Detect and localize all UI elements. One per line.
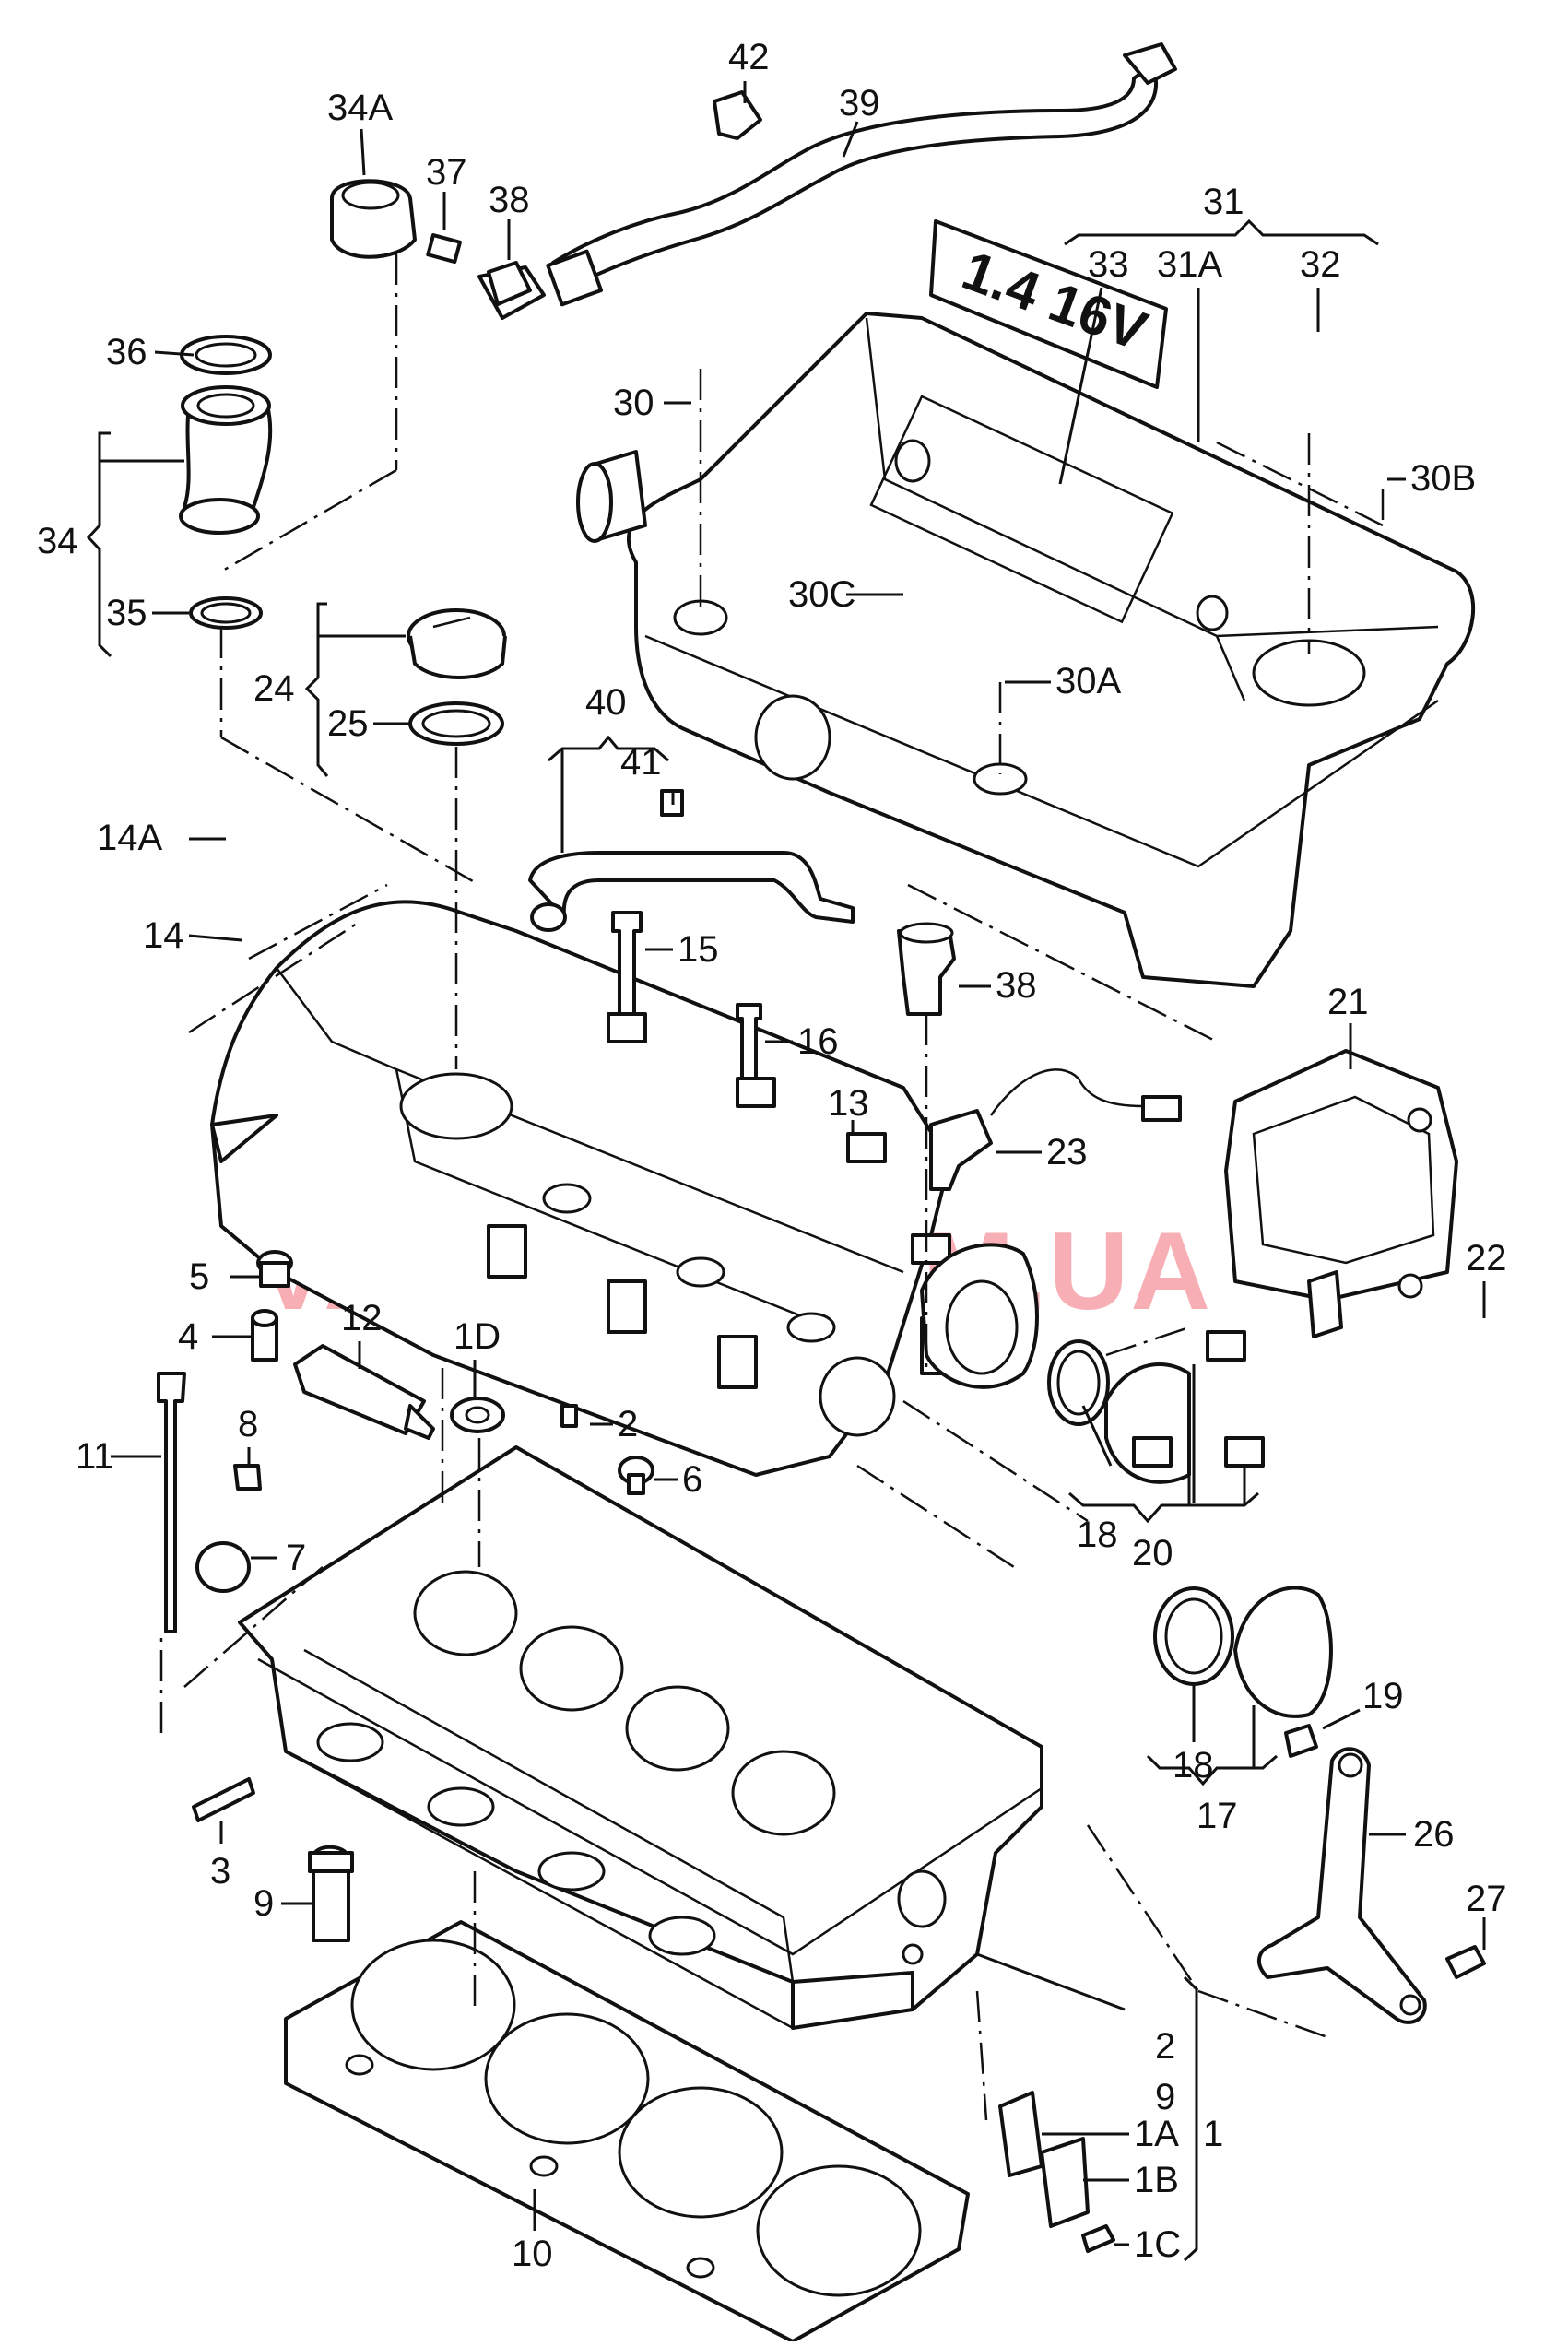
label-6: 6 [682, 1459, 702, 1500]
label-25: 25 [327, 703, 369, 744]
label-23: 23 [1046, 1132, 1088, 1173]
support-bracket [1257, 1747, 1486, 2024]
timing-cover-plate [1224, 1049, 1458, 1338]
label-35: 35 [106, 593, 147, 633]
part-labels: 42 39 34A 37 38 31 33 31A 32 36 30 30B 3… [37, 37, 1507, 2274]
label-5: 5 [189, 1256, 209, 1297]
label-31A: 31A [1157, 244, 1222, 285]
label-30B: 30B [1410, 458, 1476, 499]
label-36: 36 [106, 332, 147, 372]
label-1: 1 [1203, 2114, 1223, 2154]
label-2: 2 [618, 1404, 638, 1444]
camshaft-sensor [929, 1068, 1182, 1191]
label-14A: 14A [97, 818, 162, 858]
label-41: 41 [620, 742, 662, 783]
oil-filler-cap [407, 608, 507, 746]
label-1D: 1D [454, 1316, 501, 1357]
label-16: 16 [797, 1021, 839, 1062]
small-parts [157, 1250, 654, 1942]
label-13: 13 [828, 1083, 869, 1124]
label-33: 33 [1088, 244, 1129, 285]
breather-fitting [330, 179, 532, 306]
label-9: 9 [253, 1883, 274, 1924]
label-14: 14 [143, 915, 184, 956]
label-30: 30 [613, 383, 654, 423]
cover-plates-1 [998, 2091, 1115, 2253]
label-21: 21 [1327, 982, 1369, 1022]
label-24: 24 [253, 668, 295, 709]
label-27: 27 [1466, 1879, 1507, 1919]
breather-hose [477, 42, 1177, 320]
label-10: 10 [512, 2234, 553, 2274]
engine-cover: 1.4 16V [576, 219, 1476, 988]
label-38-lower: 38 [996, 965, 1037, 1006]
label-37: 37 [426, 152, 467, 193]
label-19: 19 [1362, 1676, 1404, 1716]
label-17: 17 [1197, 1796, 1238, 1836]
label-11: 11 [76, 1436, 114, 1477]
cylinder-head [238, 1445, 1043, 2030]
oil-filler-neck [179, 335, 273, 630]
label-32: 32 [1300, 244, 1341, 285]
label-7: 7 [286, 1538, 306, 1578]
label-1C: 1C [1134, 2224, 1181, 2265]
label-34: 34 [37, 521, 78, 561]
label-15: 15 [678, 929, 719, 970]
label-12: 12 [341, 1298, 383, 1338]
label-3: 3 [210, 1851, 230, 1892]
label-31: 31 [1203, 182, 1244, 222]
label-2-right: 2 [1155, 2026, 1175, 2067]
label-38-upper: 38 [489, 180, 530, 220]
camshaft-housing [210, 900, 970, 1477]
label-18-lower: 18 [1173, 1745, 1214, 1786]
label-42: 42 [728, 37, 770, 77]
label-30C: 30C [788, 574, 855, 615]
alignment-lines [159, 253, 1385, 2121]
bolts-15-16 [611, 911, 762, 1080]
label-4: 4 [178, 1316, 198, 1357]
label-9-right: 9 [1155, 2077, 1175, 2117]
head-gasket [284, 1920, 970, 2343]
pcv-valve [897, 922, 956, 1016]
label-26: 26 [1413, 1814, 1455, 1855]
pcv-hose [528, 789, 855, 932]
label-1B: 1B [1134, 2160, 1179, 2200]
label-39: 39 [839, 83, 880, 124]
label-30A: 30A [1055, 661, 1121, 701]
label-20: 20 [1132, 1533, 1173, 1574]
label-22: 22 [1466, 1238, 1507, 1279]
label-18-upper: 18 [1077, 1515, 1118, 1555]
label-34A: 34A [327, 88, 393, 128]
leader-lines [86, 81, 1486, 2262]
label-40: 40 [585, 682, 627, 723]
label-1A: 1A [1134, 2114, 1179, 2154]
flange-seals [920, 1243, 1333, 1758]
label-8: 8 [238, 1404, 258, 1444]
combustion-chambers [413, 1570, 836, 1836]
